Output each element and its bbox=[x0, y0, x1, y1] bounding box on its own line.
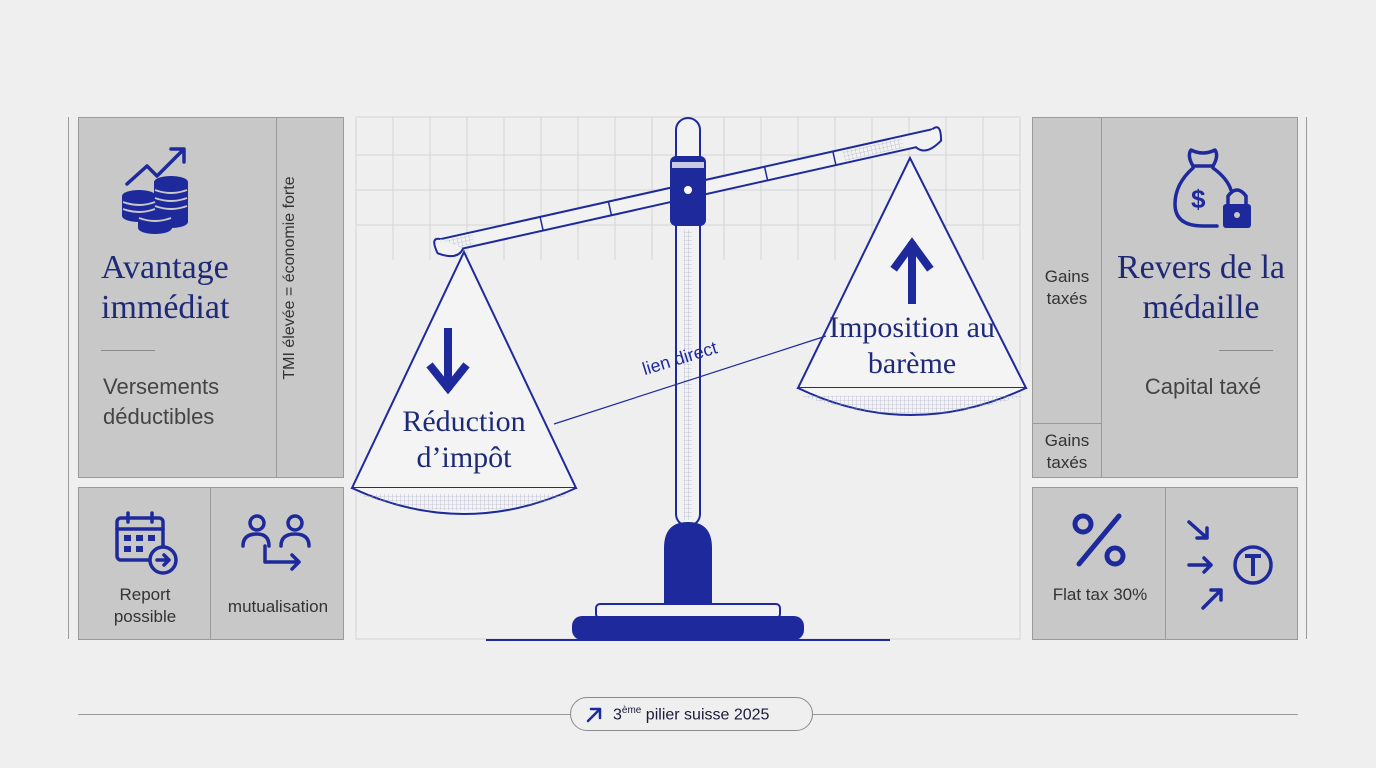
right-side-note2: Gains taxés bbox=[1044, 431, 1090, 472]
left-panel-divider bbox=[276, 118, 277, 477]
left-frame-line bbox=[68, 117, 69, 639]
footer-label-sup: ème bbox=[621, 705, 642, 716]
right-subtitle: Capital taxé bbox=[1144, 374, 1262, 399]
right-frame-line bbox=[1306, 117, 1307, 639]
calendar-arrow-icon bbox=[115, 511, 178, 575]
right-title: Revers de la médaille bbox=[1116, 249, 1286, 326]
arrow-up-right-icon bbox=[586, 707, 602, 723]
left-main-panel: Avantage immédiat Versements déductibles… bbox=[78, 117, 344, 478]
tax-inflow-icon bbox=[1187, 520, 1273, 610]
right-title-underline bbox=[1219, 350, 1273, 351]
left-bottom-panel: Report possible mutualisation bbox=[78, 487, 344, 640]
right-side-note1: Gains taxés bbox=[1044, 267, 1090, 308]
scale-base-foot bbox=[572, 616, 804, 640]
svg-text:$: $ bbox=[1191, 184, 1206, 214]
left-subtitle: Versements déductibles bbox=[103, 374, 220, 429]
footer-label-rest: pilier suisse 2025 bbox=[641, 706, 770, 724]
left-tile2-label: mutualisation bbox=[227, 597, 329, 616]
link-line bbox=[553, 335, 827, 425]
right-main-panel: Gains taxés Gains taxés $ Revers de la m… bbox=[1032, 117, 1298, 478]
footer-label-prefix: 3 bbox=[613, 706, 622, 724]
right-bottom-divider bbox=[1165, 488, 1166, 639]
right-pan-label: Imposition au barème bbox=[829, 311, 995, 380]
left-title: Avantage immédiat bbox=[101, 249, 230, 326]
scale-base-plate bbox=[595, 603, 781, 619]
footer-label: 3ème pilier suisse 2025 bbox=[613, 705, 769, 724]
up-arrow-icon bbox=[890, 237, 934, 304]
scale-base-neck bbox=[664, 522, 712, 606]
people-exchange-icon bbox=[241, 514, 311, 571]
left-pan-label: Réduction d’impôt bbox=[402, 405, 526, 474]
left-tile1-label: Report possible bbox=[113, 585, 177, 626]
right-bottom-panel: Flat tax 30% bbox=[1032, 487, 1298, 640]
left-bottom-divider bbox=[210, 488, 211, 639]
pillar-hatch bbox=[684, 230, 692, 520]
percent-icon bbox=[1072, 513, 1126, 567]
footer-badge: 3ème pilier suisse 2025 bbox=[570, 697, 813, 731]
coins-growth-icon bbox=[122, 147, 188, 234]
left-title-underline bbox=[101, 350, 155, 351]
money-bag-lock-icon: $ bbox=[1173, 148, 1251, 228]
right-side-note-divider bbox=[1033, 423, 1101, 424]
right-panel-divider bbox=[1101, 118, 1102, 477]
right-tile1-label: Flat tax 30% bbox=[1052, 585, 1148, 604]
down-arrow-icon bbox=[426, 328, 470, 395]
